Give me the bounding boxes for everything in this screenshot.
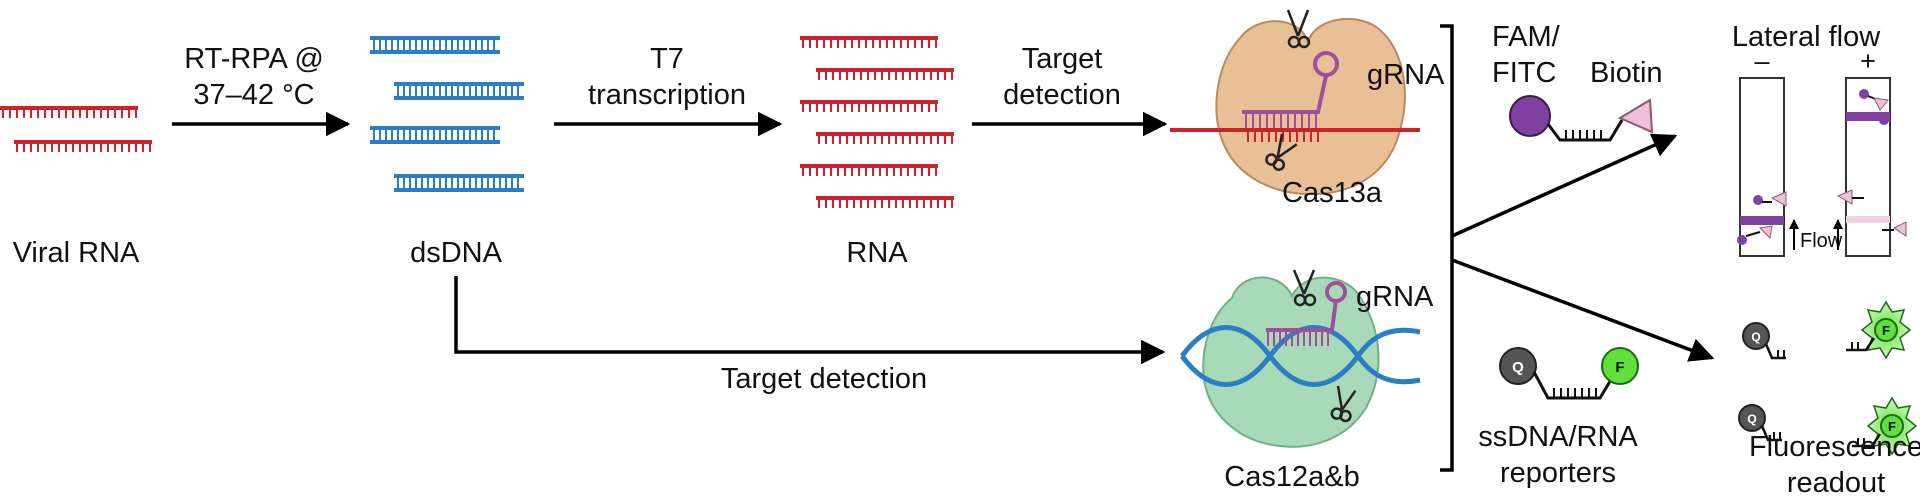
- dsdna-label: dsDNA: [410, 237, 503, 269]
- negative-fam-dot: [1753, 195, 1763, 205]
- svg-text:Q: Q: [1747, 412, 1756, 426]
- ss-reporter-label-line2: reporters: [1500, 457, 1616, 489]
- target-detection-label-line2: detection: [1003, 79, 1121, 111]
- quencher-circle: [1499, 347, 1537, 385]
- fluorescence-cleaved-quenchers: Q Q: [1738, 322, 1786, 442]
- fluorophore-circle: [1601, 347, 1639, 385]
- dsdna-strand: [370, 126, 500, 144]
- cas12-complex: [1179, 269, 1421, 448]
- dsdna-strand: [394, 82, 524, 100]
- positive-control-band: [1846, 216, 1890, 223]
- rna-strand: [800, 36, 938, 48]
- flow-label: Flow: [1800, 230, 1843, 252]
- lateral-flow-arrow: [1451, 133, 1678, 238]
- scissors-icon: [1330, 385, 1357, 423]
- dsdna-strand: [394, 174, 524, 192]
- cas13a-complex: [1170, 9, 1420, 196]
- reporter-teeth: [1565, 130, 1602, 140]
- cas13a-grna-teeth: [1245, 114, 1319, 142]
- cas13a-grna-label: gRNA: [1367, 59, 1445, 91]
- scissors-icon: [1265, 133, 1298, 171]
- enzyme-bracket: [1440, 24, 1454, 472]
- rna-strand: [800, 164, 938, 176]
- cas12-dna-strand-a: [1179, 325, 1421, 387]
- biotin-triangle: [1617, 98, 1654, 134]
- ss-reporter-teeth: [1553, 388, 1597, 398]
- cas13a-grna-strand: [1242, 75, 1328, 114]
- rt-rpa-label-line2: 37–42 °C: [193, 79, 314, 111]
- positive-strip: [1836, 77, 1907, 257]
- rna-label: RNA: [846, 237, 908, 269]
- fluorescence-arrow: [1451, 258, 1715, 362]
- fluorophore-letter: F: [1615, 359, 1624, 376]
- cas12-label: Cas12a&b: [1224, 461, 1359, 493]
- cas12-grna-strand: [1266, 299, 1338, 332]
- t7-label-line2: transcription: [588, 79, 746, 111]
- quencher-letter: Q: [1512, 359, 1524, 376]
- cas12-grna-teeth: [1267, 332, 1329, 346]
- positive-test-band: [1846, 112, 1890, 121]
- scissors-icon: [1286, 9, 1311, 49]
- lateral-flow-minus: –: [1754, 46, 1769, 76]
- svg-text:F: F: [1882, 323, 1890, 338]
- fam-circle: [1509, 95, 1551, 137]
- rna-strands: [800, 36, 954, 208]
- ssdna-rna-reporter: Q F: [1499, 347, 1639, 400]
- viral-rna-strands: [0, 106, 152, 152]
- fluorescence-glowing-fluorophores: F F: [1846, 300, 1918, 456]
- viral-rna-strand: [14, 140, 152, 152]
- negative-strip-body: [1739, 77, 1785, 257]
- viral-rna-strand: [0, 106, 138, 118]
- fluorescence-label-line2: readout: [1787, 467, 1885, 499]
- svg-text:Q: Q: [1751, 330, 1760, 344]
- fam-label-line2: FITC: [1492, 57, 1556, 89]
- positive-strip-body: [1845, 77, 1891, 257]
- cas13a-label: Cas13a: [1282, 177, 1383, 209]
- rna-strand: [816, 132, 954, 144]
- dsdna-strands: [370, 36, 524, 192]
- cas12-grna-loop: [1325, 281, 1347, 303]
- rna-strand: [816, 68, 954, 80]
- t7-label-line1: T7: [650, 43, 684, 75]
- biotin-label: Biotin: [1590, 57, 1663, 89]
- negative-strip: [1737, 77, 1787, 257]
- scissors-icon: [1292, 269, 1317, 307]
- ss-reporter-linker: [1532, 371, 1614, 400]
- lower-target-detection-label: Target detection: [721, 363, 927, 395]
- lateral-flow-plus: +: [1860, 46, 1876, 76]
- negative-control-band: [1740, 216, 1784, 225]
- cas12-grna-label: gRNA: [1356, 281, 1434, 313]
- rt-rpa-label-line1: RT-RPA @: [184, 43, 324, 75]
- lateral-flow-label: Lateral flow: [1732, 21, 1881, 53]
- rna-strand: [816, 196, 954, 208]
- fam-label-line1: FAM/: [1492, 21, 1561, 53]
- cas13a-grna-loop: [1313, 51, 1339, 77]
- ss-reporter-label-line1: ssDNA/RNA: [1478, 421, 1638, 453]
- viral-rna-label: Viral RNA: [13, 237, 140, 269]
- dsdna-strand: [370, 36, 500, 54]
- fluorescence-label-line1: Fluorescence: [1749, 431, 1920, 463]
- cas13a-protein: [1215, 17, 1406, 196]
- rna-strand: [800, 100, 938, 112]
- target-detection-arrow-bottom: [454, 276, 1166, 365]
- lateral-flow-reporter: [1509, 95, 1654, 142]
- svg-text:F: F: [1888, 419, 1896, 434]
- reporter-linker: [1546, 119, 1624, 142]
- target-detection-label-line1: Target: [1022, 43, 1103, 75]
